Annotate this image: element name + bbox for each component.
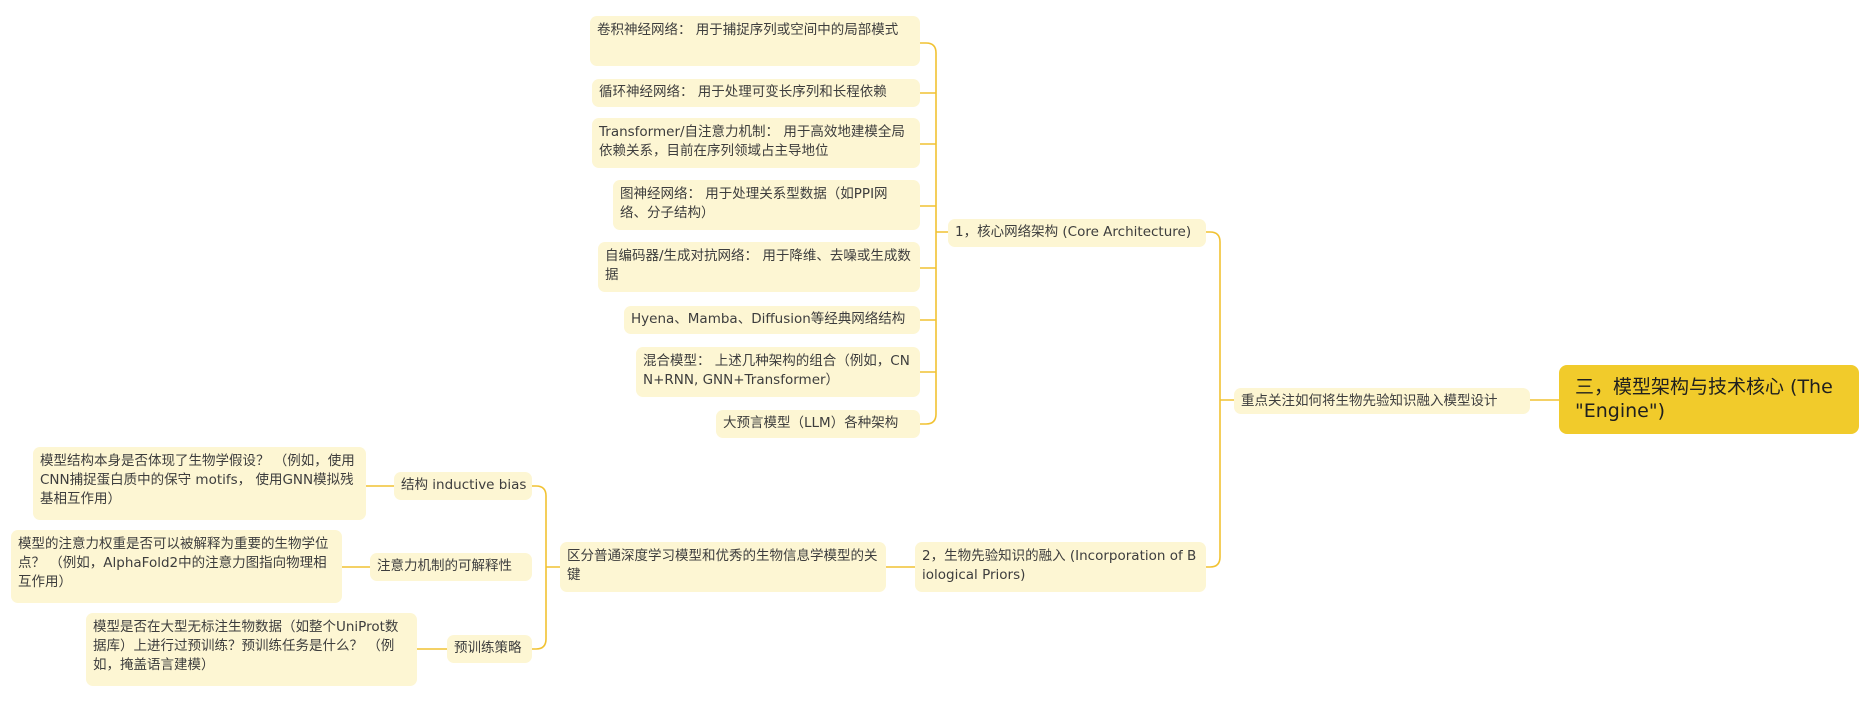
prior-item-label: 结构 inductive bias	[401, 477, 527, 493]
arch-item-text: Transformer/自注意力机制： 用于高效地建模全局依赖关系，目前在序列领…	[599, 124, 905, 159]
core-architecture-node[interactable]: 1，核心网络架构 (Core Architecture)	[948, 219, 1206, 247]
biological-priors-text: 2，生物先验知识的融入 (Incorporation of Biological…	[922, 548, 1197, 583]
arch-item-cnn[interactable]: 卷积神经网络： 用于捕捉序列或空间中的局部模式	[590, 16, 920, 66]
prior-detail-text: 模型是否在大型无标注生物数据（如整个UniProt数据库）上进行过预训练？预训练…	[93, 619, 399, 673]
focus-node[interactable]: 重点关注如何将生物先验知识融入模型设计	[1234, 388, 1530, 414]
prior-detail-attention[interactable]: 模型的注意力权重是否可以被解释为重要的生物学位点？ （例如，AlphaFold2…	[11, 530, 342, 603]
prior-detail-text: 模型结构本身是否体现了生物学假设？ （例如，使用CNN捕捉蛋白质中的保守 mot…	[40, 453, 355, 507]
root-node-text: 三，模型架构与技术核心 (The "Engine")	[1575, 376, 1833, 422]
key-distinction-text: 区分普通深度学习模型和优秀的生物信息学模型的关键	[567, 548, 878, 583]
biological-priors-node[interactable]: 2，生物先验知识的融入 (Incorporation of Biological…	[915, 542, 1206, 592]
arch-item-text: 卷积神经网络： 用于捕捉序列或空间中的局部模式	[597, 22, 899, 38]
arch-item-text: 图神经网络： 用于处理关系型数据（如PPI网络、分子结构）	[620, 186, 888, 221]
arch-item-hybrid[interactable]: 混合模型： 上述几种架构的组合（例如，CNN+RNN, GNN+Transfor…	[636, 347, 920, 397]
arch-item-llm[interactable]: 大预言模型（LLM）各种架构	[716, 410, 920, 438]
arch-item-text: 循环神经网络： 用于处理可变长序列和长程依赖	[599, 84, 887, 100]
arch-item-text: Hyena、Mamba、Diffusion等经典网络结构	[631, 311, 906, 327]
arch-item-hyena-mamba[interactable]: Hyena、Mamba、Diffusion等经典网络结构	[624, 306, 920, 334]
prior-detail-inductive-bias[interactable]: 模型结构本身是否体现了生物学假设？ （例如，使用CNN捕捉蛋白质中的保守 mot…	[33, 447, 366, 520]
arch-item-text: 混合模型： 上述几种架构的组合（例如，CNN+RNN, GNN+Transfor…	[643, 353, 910, 388]
prior-item-attention[interactable]: 注意力机制的可解释性	[370, 553, 532, 581]
prior-detail-pretraining[interactable]: 模型是否在大型无标注生物数据（如整个UniProt数据库）上进行过预训练？预训练…	[86, 613, 417, 686]
root-node[interactable]: 三，模型架构与技术核心 (The "Engine")	[1559, 365, 1859, 434]
edge-key-bracket	[531, 485, 561, 650]
prior-item-inductive-bias[interactable]: 结构 inductive bias	[394, 472, 532, 500]
prior-detail-text: 模型的注意力权重是否可以被解释为重要的生物学位点？ （例如，AlphaFold2…	[18, 536, 329, 590]
prior-item-pretraining[interactable]: 预训练策略	[447, 635, 532, 663]
prior-item-label: 预训练策略	[454, 640, 522, 656]
arch-item-gnn[interactable]: 图神经网络： 用于处理关系型数据（如PPI网络、分子结构）	[613, 180, 920, 230]
focus-node-text: 重点关注如何将生物先验知识融入模型设计	[1241, 393, 1498, 409]
arch-item-autoencoder-gan[interactable]: 自编码器/生成对抗网络： 用于降维、去噪或生成数据	[598, 242, 920, 292]
key-distinction-node[interactable]: 区分普通深度学习模型和优秀的生物信息学模型的关键	[560, 542, 886, 592]
arch-item-text: 自编码器/生成对抗网络： 用于降维、去噪或生成数据	[605, 248, 911, 283]
arch-item-text: 大预言模型（LLM）各种架构	[723, 415, 899, 431]
prior-item-label: 注意力机制的可解释性	[377, 558, 512, 574]
core-architecture-text: 1，核心网络架构 (Core Architecture)	[955, 224, 1192, 240]
arch-item-transformer[interactable]: Transformer/自注意力机制： 用于高效地建模全局依赖关系，目前在序列领…	[592, 118, 920, 168]
edge-core-bracket	[919, 42, 949, 425]
edge-focus-bracket	[1205, 231, 1235, 568]
arch-item-rnn[interactable]: 循环神经网络： 用于处理可变长序列和长程依赖	[592, 79, 920, 107]
